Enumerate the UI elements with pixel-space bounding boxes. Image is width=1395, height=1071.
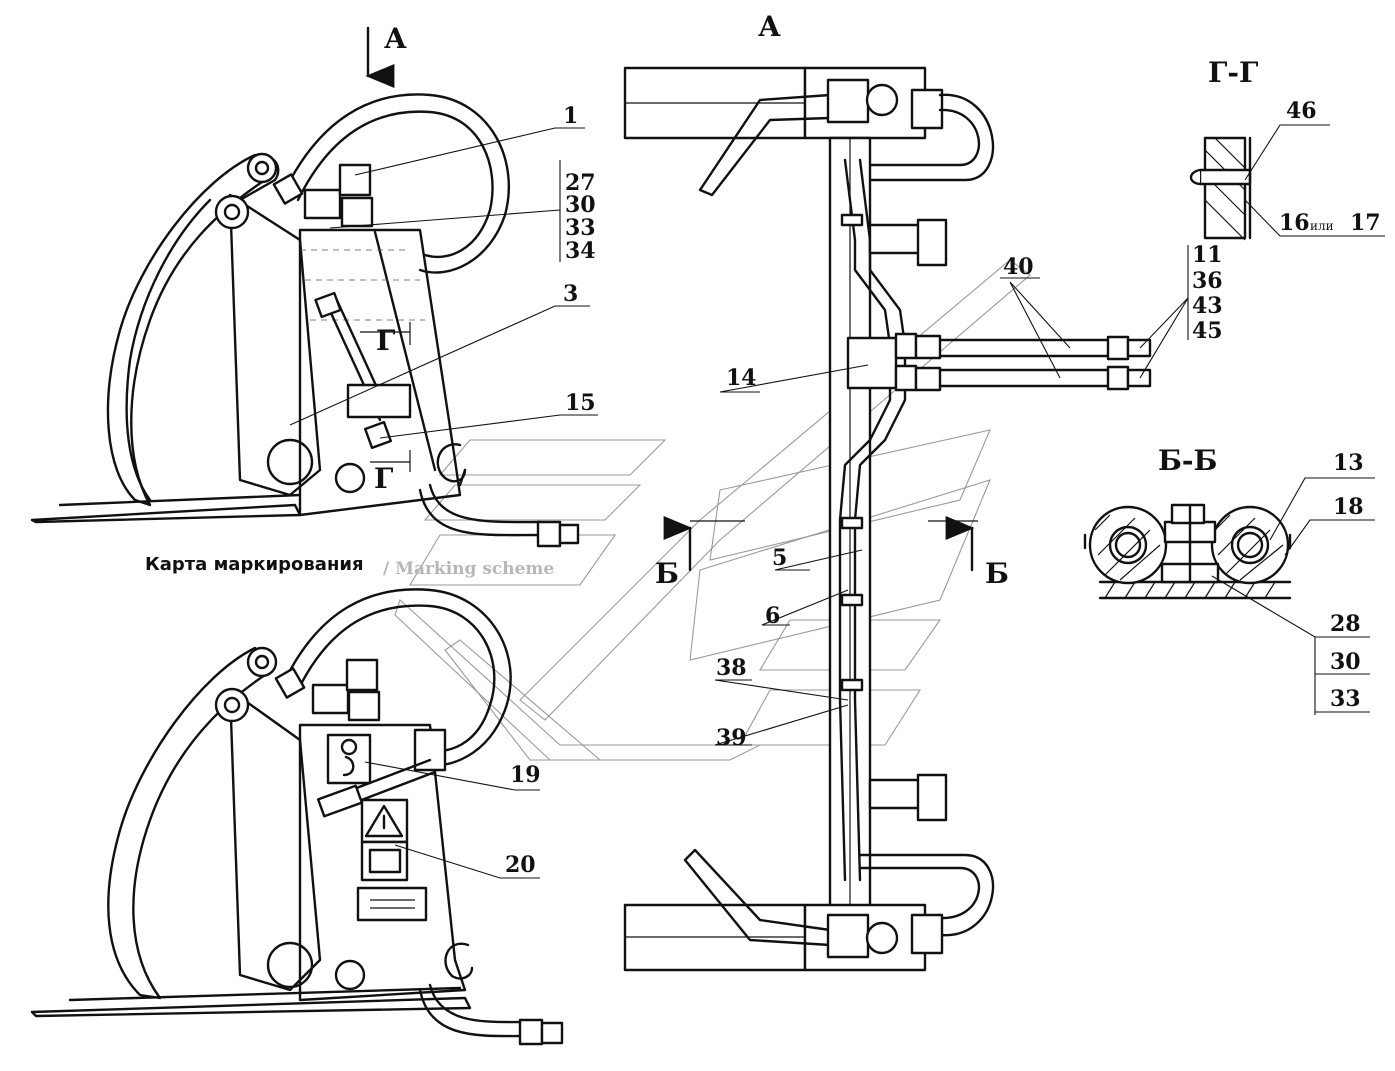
callout-11: 11 (1192, 242, 1223, 268)
callout-19: 19 (510, 762, 541, 788)
callout-46: 46 (1286, 98, 1317, 124)
callout-39: 39 (716, 725, 747, 751)
callout-33-bottom: 33 (1330, 686, 1361, 712)
callout-36: 36 (1192, 268, 1223, 294)
callout-28: 28 (1330, 611, 1361, 637)
callout-20: 20 (505, 852, 536, 878)
marking-scheme-caption-en: / Marking scheme (383, 559, 554, 579)
callout-40: 40 (1003, 254, 1034, 280)
callout-14: 14 (726, 365, 757, 391)
cut-g-top-label: Г (376, 324, 395, 357)
callout-17: 17 (1350, 210, 1381, 236)
top-left-side-view (30, 93, 580, 548)
cut-b-left-label: Б (655, 557, 679, 590)
callout-33-top: 33 (565, 215, 596, 241)
callout-5: 5 (772, 545, 787, 571)
callout-or: или (1310, 219, 1334, 233)
callout-43: 43 (1192, 293, 1223, 319)
callout-18: 18 (1333, 494, 1364, 520)
view-arrow-a-label: А (384, 22, 407, 55)
callout-13: 13 (1333, 450, 1364, 476)
bottom-left-marking-view (30, 588, 564, 1046)
section-g-title: Г-Г (1208, 56, 1258, 89)
section-b-title: Б-Б (1158, 444, 1217, 477)
cut-b-right-label: Б (985, 557, 1009, 590)
callout-16: 16 (1279, 210, 1310, 236)
marking-scheme-caption: Карта маркирования (145, 554, 364, 575)
callout-1: 1 (563, 103, 578, 129)
cut-g-bottom-label: Г (374, 462, 393, 495)
callout-6: 6 (765, 603, 780, 629)
callout-30-bottom: 30 (1330, 649, 1361, 675)
callout-27: 27 (565, 170, 596, 196)
callout-34: 34 (565, 238, 596, 264)
section-g-detail (1189, 136, 1252, 241)
view-a-plan (623, 66, 1152, 972)
callout-45: 45 (1192, 318, 1223, 344)
callout-30-top: 30 (565, 192, 596, 218)
callout-38: 38 (716, 655, 747, 681)
section-b-detail (1083, 503, 1292, 600)
view-a-title: А (758, 10, 781, 43)
callout-15: 15 (565, 390, 596, 416)
callout-3: 3 (563, 281, 578, 307)
